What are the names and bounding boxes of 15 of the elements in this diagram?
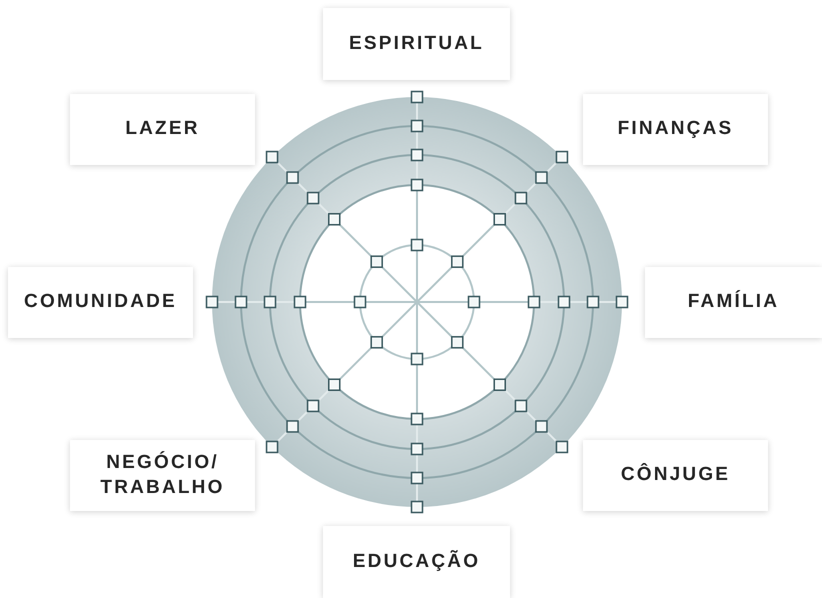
category-label: COMUNIDADE bbox=[24, 290, 177, 314]
category-label: EDUCAÇÃO bbox=[352, 550, 480, 574]
label-box bbox=[70, 94, 255, 165]
label-box bbox=[583, 94, 768, 165]
label-box bbox=[583, 440, 768, 511]
category-label: FAMÍLIA bbox=[688, 290, 780, 314]
label-box bbox=[323, 8, 510, 80]
label-box bbox=[645, 267, 822, 338]
category-label: NEGÓCIO/ TRABALHO bbox=[99, 450, 226, 500]
label-box bbox=[8, 267, 193, 338]
label-box bbox=[70, 440, 255, 511]
category-label: FINANÇAS bbox=[618, 117, 734, 142]
category-label: LAZER bbox=[125, 117, 200, 142]
category-label: CÔNJUGE bbox=[620, 463, 730, 488]
category-label: ESPIRITUAL bbox=[349, 32, 484, 56]
